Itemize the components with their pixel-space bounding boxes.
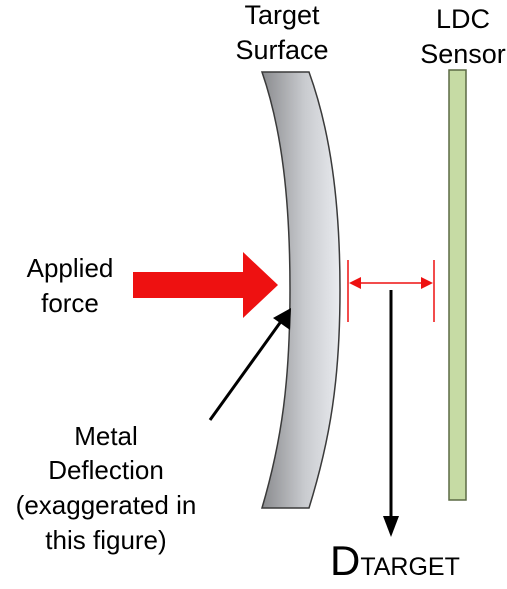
applied-force-arrow [133, 252, 278, 318]
ldc-sensor-label-line1: LDC [435, 4, 490, 34]
metal-deflection-label-line2: Deflection [48, 455, 164, 485]
distance-symbol: D [330, 537, 361, 584]
applied-force-label-line1: Applied [26, 253, 114, 283]
deflection-pointer-line [208, 319, 284, 421]
metal-deflection-label-line4: this figure) [45, 525, 167, 555]
distance-target-label: DTARGET [330, 540, 460, 582]
metal-deflection-label-line1: Metal [74, 421, 138, 451]
metal-deflection-label-line3: (exaggerated in [15, 490, 197, 520]
target-surface-label-line1: Target [244, 0, 320, 30]
target-surface-label-line2: Surface [235, 35, 329, 65]
gap-arrowhead-right [421, 277, 433, 289]
ldc-sensor-label-line2: Sensor [420, 39, 506, 69]
distance-pointer-arrowhead [383, 516, 399, 537]
target-surface-plate [260, 71, 341, 509]
ldc-sensor-bar [448, 69, 467, 501]
deflection-pointer-arrowhead [273, 308, 291, 330]
gap-arrowhead-left [349, 277, 361, 289]
applied-force-label-line2: force [41, 288, 99, 318]
distance-subscript: TARGET [360, 553, 460, 581]
